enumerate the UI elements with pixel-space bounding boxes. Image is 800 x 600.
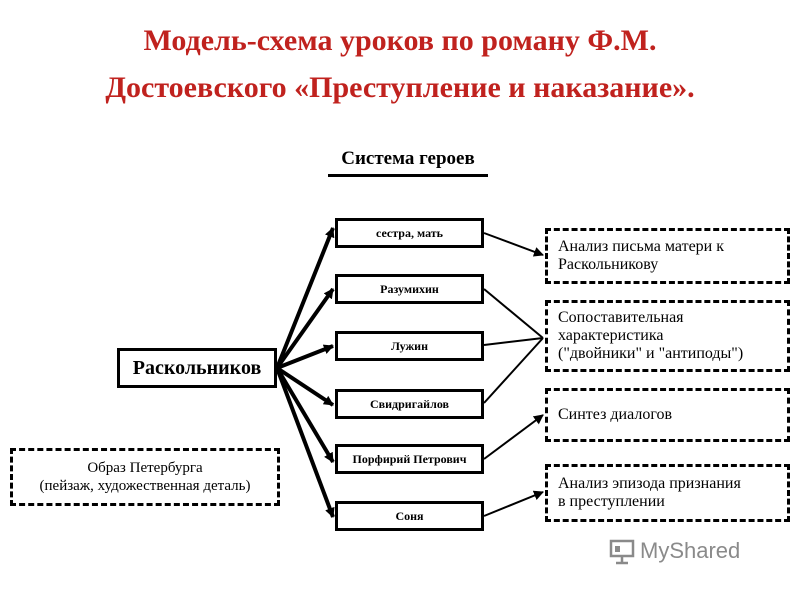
arrow-to-svidrigailov <box>275 366 335 407</box>
petersburg-line-1: Образ Петербурга <box>87 460 203 476</box>
arrow-to-sonya <box>275 367 335 518</box>
hero-box-porfiry: Порфирий Петрович <box>335 444 484 474</box>
hero-label: Свидригайлов <box>370 396 449 411</box>
lesson-episode-line-1: Анализ эпизода признания <box>558 475 741 492</box>
arrow-sister-to-letter <box>483 232 544 257</box>
system-title-underline <box>328 174 488 177</box>
hero-box-sonya: Соня <box>335 501 484 531</box>
line-luzhin-to-compare <box>483 337 544 346</box>
arrow-to-sister-mother <box>275 227 335 369</box>
hero-label: Разумихин <box>380 281 439 296</box>
hero-label: Лужин <box>390 338 428 353</box>
hero-box-luzhin: Лужин <box>335 331 484 361</box>
presentation-board-icon <box>609 539 635 565</box>
arrow-porfiry-to-dialogs <box>483 414 544 460</box>
main-hero-box: Раскольников <box>117 348 277 388</box>
main-hero-label: Раскольников <box>132 356 262 379</box>
hero-label: Соня <box>395 508 424 523</box>
lesson-episode-box: Анализ эпизода признания в преступлении <box>545 464 790 522</box>
lesson-compare-box: Сопоставительная характеристика ("двойни… <box>545 300 790 372</box>
lesson-letter-box: Анализ письма матери к Раскольникову <box>545 228 790 284</box>
lesson-dialogs-line-1: Синтез диалогов <box>558 406 673 423</box>
line-svidrigailov-to-compare <box>483 337 544 404</box>
lesson-letter-line-1: Анализ письма матери к <box>558 238 724 255</box>
hero-box-razumikhin: Разумихин <box>335 274 484 304</box>
arrow-to-porfiry <box>275 366 335 464</box>
line-razumikhin-to-compare <box>483 288 544 339</box>
lesson-compare-line-3: ("двойники" и "антиподы") <box>558 345 744 362</box>
lesson-episode-line-2: в преступлении <box>558 493 665 510</box>
system-title: Система героев <box>341 148 475 169</box>
lesson-dialogs-box: Синтез диалогов <box>545 388 790 442</box>
arrow-to-luzhin <box>276 344 334 370</box>
page-title-line-1: Модель-схема уроков по роману Ф.М. <box>143 24 657 57</box>
lesson-compare-line-1: Сопоставительная <box>558 309 684 326</box>
petersburg-box: Образ Петербурга (пейзаж, художественная… <box>10 448 280 506</box>
hero-box-svidrigailov: Свидригайлов <box>335 389 484 419</box>
lesson-compare-line-2: характеристика <box>558 327 664 344</box>
watermark-text: MyShared <box>640 538 741 563</box>
page-title-line-2: Достоевского «Преступление и наказание». <box>105 71 695 104</box>
arrow-sonya-to-episode <box>483 490 544 517</box>
petersburg-line-2: (пейзаж, художественная деталь) <box>39 478 251 494</box>
lesson-letter-line-2: Раскольникову <box>558 256 659 273</box>
hero-box-sister-mother: сестра, мать <box>335 218 484 248</box>
watermark-logo: MyShared <box>608 537 740 565</box>
hero-label: сестра, мать <box>375 225 443 240</box>
arrow-to-razumikhin <box>275 287 335 370</box>
hero-label: Порфирий Петрович <box>352 451 467 466</box>
